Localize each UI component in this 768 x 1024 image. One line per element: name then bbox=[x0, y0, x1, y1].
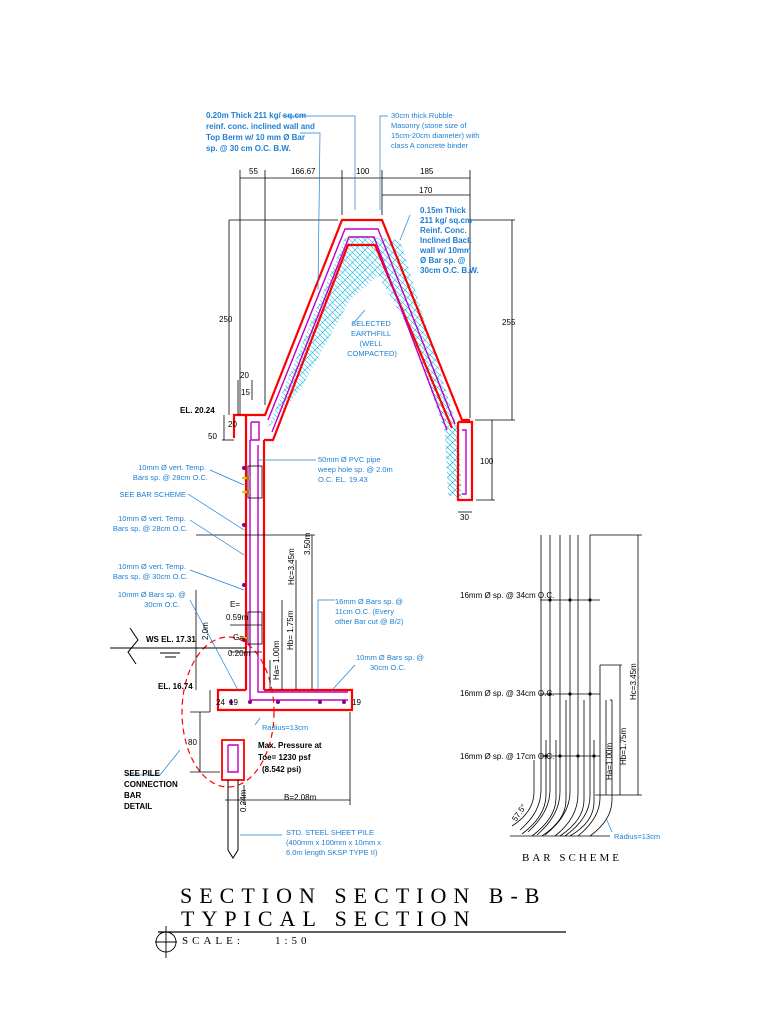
temp-bars-note-3: 10mm Ø vert. Temp. Bars sp. @ 30cm O.C. bbox=[113, 562, 188, 581]
pressure-note: Max. Pressure at Toe= 1230 psf (8.542 ps… bbox=[258, 741, 324, 774]
dim-30: 30 bbox=[460, 513, 469, 522]
dim-b: B=2.08m bbox=[284, 793, 317, 802]
rebar-dots bbox=[229, 466, 346, 704]
bar-scheme-hb: Hb=1.75m bbox=[619, 728, 628, 765]
dim-100-right: 100 bbox=[480, 457, 494, 466]
sheet-pile-note: STD. STEEL SHEET PILE (400mm x 100mm x 1… bbox=[286, 828, 383, 857]
dim-hc: Hc=3.45m bbox=[287, 548, 296, 585]
dimension-lines bbox=[190, 170, 515, 805]
sheet-pile bbox=[221, 739, 245, 859]
title-line-1: SECTION SECTION B-B bbox=[180, 883, 546, 908]
keyways bbox=[247, 465, 263, 645]
bar-scheme-title: BAR SCHEME bbox=[522, 852, 622, 864]
bar-scheme-ha: Ha=1.00m bbox=[605, 743, 614, 780]
dim-ha: Ha= 1.00m bbox=[272, 640, 281, 680]
dim-24: 24 bbox=[216, 698, 225, 707]
bar-scheme-ref: SEE BAR SCHEME bbox=[119, 490, 186, 499]
dim-g: G= bbox=[233, 633, 244, 642]
earthfill-hatch bbox=[268, 236, 458, 432]
retaining-wall-section bbox=[110, 115, 515, 859]
dim-19-right: 19 bbox=[352, 698, 361, 707]
dim-19-left: 19 bbox=[229, 698, 238, 707]
dim-20-side: 20 bbox=[228, 420, 237, 429]
dim-350: 3.50m bbox=[303, 532, 312, 555]
dim-15: 15 bbox=[241, 388, 250, 397]
bar-scheme-bars bbox=[510, 535, 613, 837]
dim-80: 80 bbox=[188, 738, 197, 747]
dim-170: 170 bbox=[419, 186, 433, 195]
bar-scheme-dots bbox=[544, 598, 596, 758]
temp-bars-note-2: 10mm Ø vert. Temp. Bars sp. @ 28cm O.C. bbox=[113, 514, 188, 533]
bar-scheme-hc: Hc=3.45m bbox=[629, 663, 638, 700]
leader-lines bbox=[125, 115, 411, 836]
dim-100-top: 100 bbox=[356, 167, 370, 176]
dim-185: 185 bbox=[420, 167, 434, 176]
bar-scheme-radius-leader bbox=[605, 817, 613, 833]
el-ws: WS EL. 17.31 bbox=[146, 635, 196, 644]
bar-scheme-label-3: 16mm Ø sp. @ 17cm O.C. bbox=[460, 752, 554, 761]
bars-30-note: 10mm Ø Bars sp. @ 30cm O.C. bbox=[118, 590, 188, 609]
dim-e-val: 0.59m bbox=[226, 613, 249, 622]
el-base: EL. 16.74 bbox=[158, 682, 193, 691]
el-top: EL. 20.24 bbox=[180, 406, 215, 415]
dim-255: 255 bbox=[502, 318, 516, 327]
backwall-note: 0.15m Thick 211 kg/ sq.cm Reinf. Conc. I… bbox=[419, 206, 479, 275]
bars-16-note: 16mm Ø Bars sp. @ 11cm O.C. (Every other… bbox=[335, 597, 405, 626]
temp-bars-note-1: 10mm Ø vert. Temp. Bars sp. @ 28cm O.C. bbox=[133, 463, 208, 482]
dim-hb: Hb= 1.75m bbox=[286, 610, 295, 650]
scale-value: 1:50 bbox=[275, 935, 311, 947]
backwall-fill bbox=[445, 425, 462, 500]
wall-note: 0.20m Thick 211 kg/ sq.cm reinf. conc. i… bbox=[206, 111, 317, 153]
water-surface bbox=[110, 627, 246, 665]
bar-scheme-label-1: 16mm Ø sp. @ 34cm O.C. bbox=[460, 591, 554, 600]
bar-scheme: 16mm Ø sp. @ 34cm O.C. 16mm Ø sp. @ 34cm… bbox=[460, 534, 660, 864]
pile-ref-note: SEE PILE CONNECTION BAR DETAIL bbox=[124, 769, 180, 811]
dim-50: 50 bbox=[208, 432, 217, 441]
bars-10-note: 10mm Ø Bars sp. @ 30cm O.C. bbox=[356, 653, 426, 672]
dim-20-top: 20 bbox=[240, 371, 249, 380]
dim-g-val: 0.20m bbox=[228, 649, 251, 658]
radius-note: Radius=13cm bbox=[262, 723, 308, 732]
title-block: SECTION SECTION B-B TYPICAL SECTION SCAL… bbox=[155, 883, 566, 958]
dim-024: 0.24m bbox=[239, 789, 248, 812]
dim-2m: 2.0m bbox=[201, 622, 210, 640]
bar-scheme-radius: Radius=13cm bbox=[614, 832, 660, 841]
rubble-note: 30cm thick Rubble Masonry (stone size of… bbox=[391, 111, 481, 150]
main-labels: 0.20m Thick 211 kg/ sq.cm reinf. conc. i… bbox=[113, 111, 516, 857]
dim-166: 166.67 bbox=[291, 167, 316, 176]
earthfill-note: SELECTED EARTHFILL (WELL COMPACTED) bbox=[347, 319, 397, 358]
bar-scheme-label-2: 16mm Ø sp. @ 34cm O.C. bbox=[460, 689, 554, 698]
pvc-note: 50mm Ø PVC pipe weep hole sp. @ 2.0m O.C… bbox=[317, 455, 395, 484]
north-symbol-icon bbox=[155, 926, 177, 958]
bar-scheme-angle: 57.5° bbox=[510, 803, 528, 824]
pile-detail-circle bbox=[181, 636, 275, 788]
dim-e: E= bbox=[230, 600, 240, 609]
dim-250: 250 bbox=[219, 315, 233, 324]
dim-55: 55 bbox=[249, 167, 258, 176]
scale-label: SCALE: bbox=[182, 935, 244, 947]
title-line-2: TYPICAL SECTION bbox=[181, 906, 476, 931]
